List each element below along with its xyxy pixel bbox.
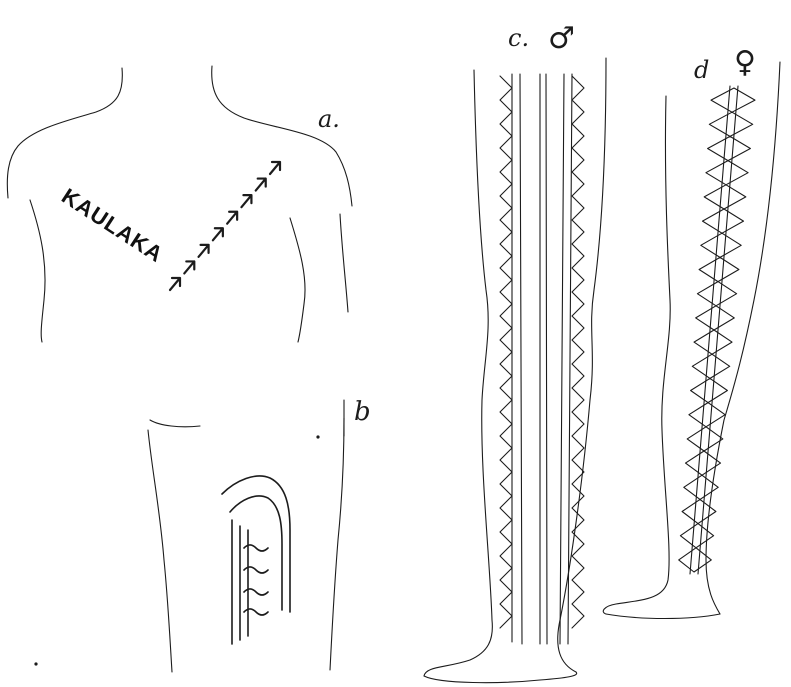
arrow-chain [170, 162, 280, 290]
hip-b-waist [150, 420, 200, 427]
tattoo-arrow-icon [241, 195, 251, 207]
leg-d-left-outline [603, 96, 670, 614]
hip-b-dot [316, 435, 319, 438]
leg-d-line-2 [698, 86, 738, 574]
tattoo-arrow-icon [170, 278, 180, 290]
torso-a-arm-right [290, 218, 305, 342]
figure-d-leg [603, 62, 780, 619]
leg-c-line-4 [546, 74, 547, 644]
leg-c-line-2 [520, 74, 522, 644]
leg-d-foot [606, 614, 720, 619]
leg-c-foot [424, 672, 577, 683]
tattoo-word-kaulaka: KAULAKA [57, 183, 168, 267]
leg-c-left-outline [424, 70, 492, 676]
leg-c-line-5 [560, 74, 564, 644]
figure-c-leg [424, 58, 606, 683]
torso-a-arm-left [30, 200, 45, 342]
tattoo-arrow-icon [199, 245, 209, 257]
torso-a-neck-left [7, 68, 122, 198]
figure-b-hip [34, 400, 344, 672]
torso-a-armpit-right [340, 214, 348, 312]
tattoo-arrow-icon [213, 228, 223, 240]
tattoo-arrow-icon [227, 212, 237, 224]
stray-dot [34, 662, 37, 665]
label-c: c. [508, 24, 529, 52]
torso-a-neck-right [212, 66, 352, 206]
kaulaka-tattoo: KAULAKA [57, 162, 280, 290]
label-b: b [354, 397, 371, 427]
label-a: a. [318, 105, 340, 133]
hip-b-left-side [148, 430, 172, 672]
hip-b-right-side [330, 418, 344, 670]
label-d: d [694, 56, 709, 84]
leg-c-line-6 [568, 74, 572, 644]
leg-c-zigzag-right [572, 76, 584, 628]
leg-c-right-outline [558, 58, 606, 672]
male-symbol-icon: ♂ [548, 21, 575, 56]
leg-d-diamonds [679, 88, 755, 572]
leg-c-zigzag-left [500, 76, 512, 628]
tattoo-arrow-icon [184, 261, 194, 273]
female-symbol-icon: ♀ [734, 45, 756, 80]
tattoo-arrow-icon [256, 179, 266, 191]
tattoo-arrow-icon [270, 162, 280, 174]
